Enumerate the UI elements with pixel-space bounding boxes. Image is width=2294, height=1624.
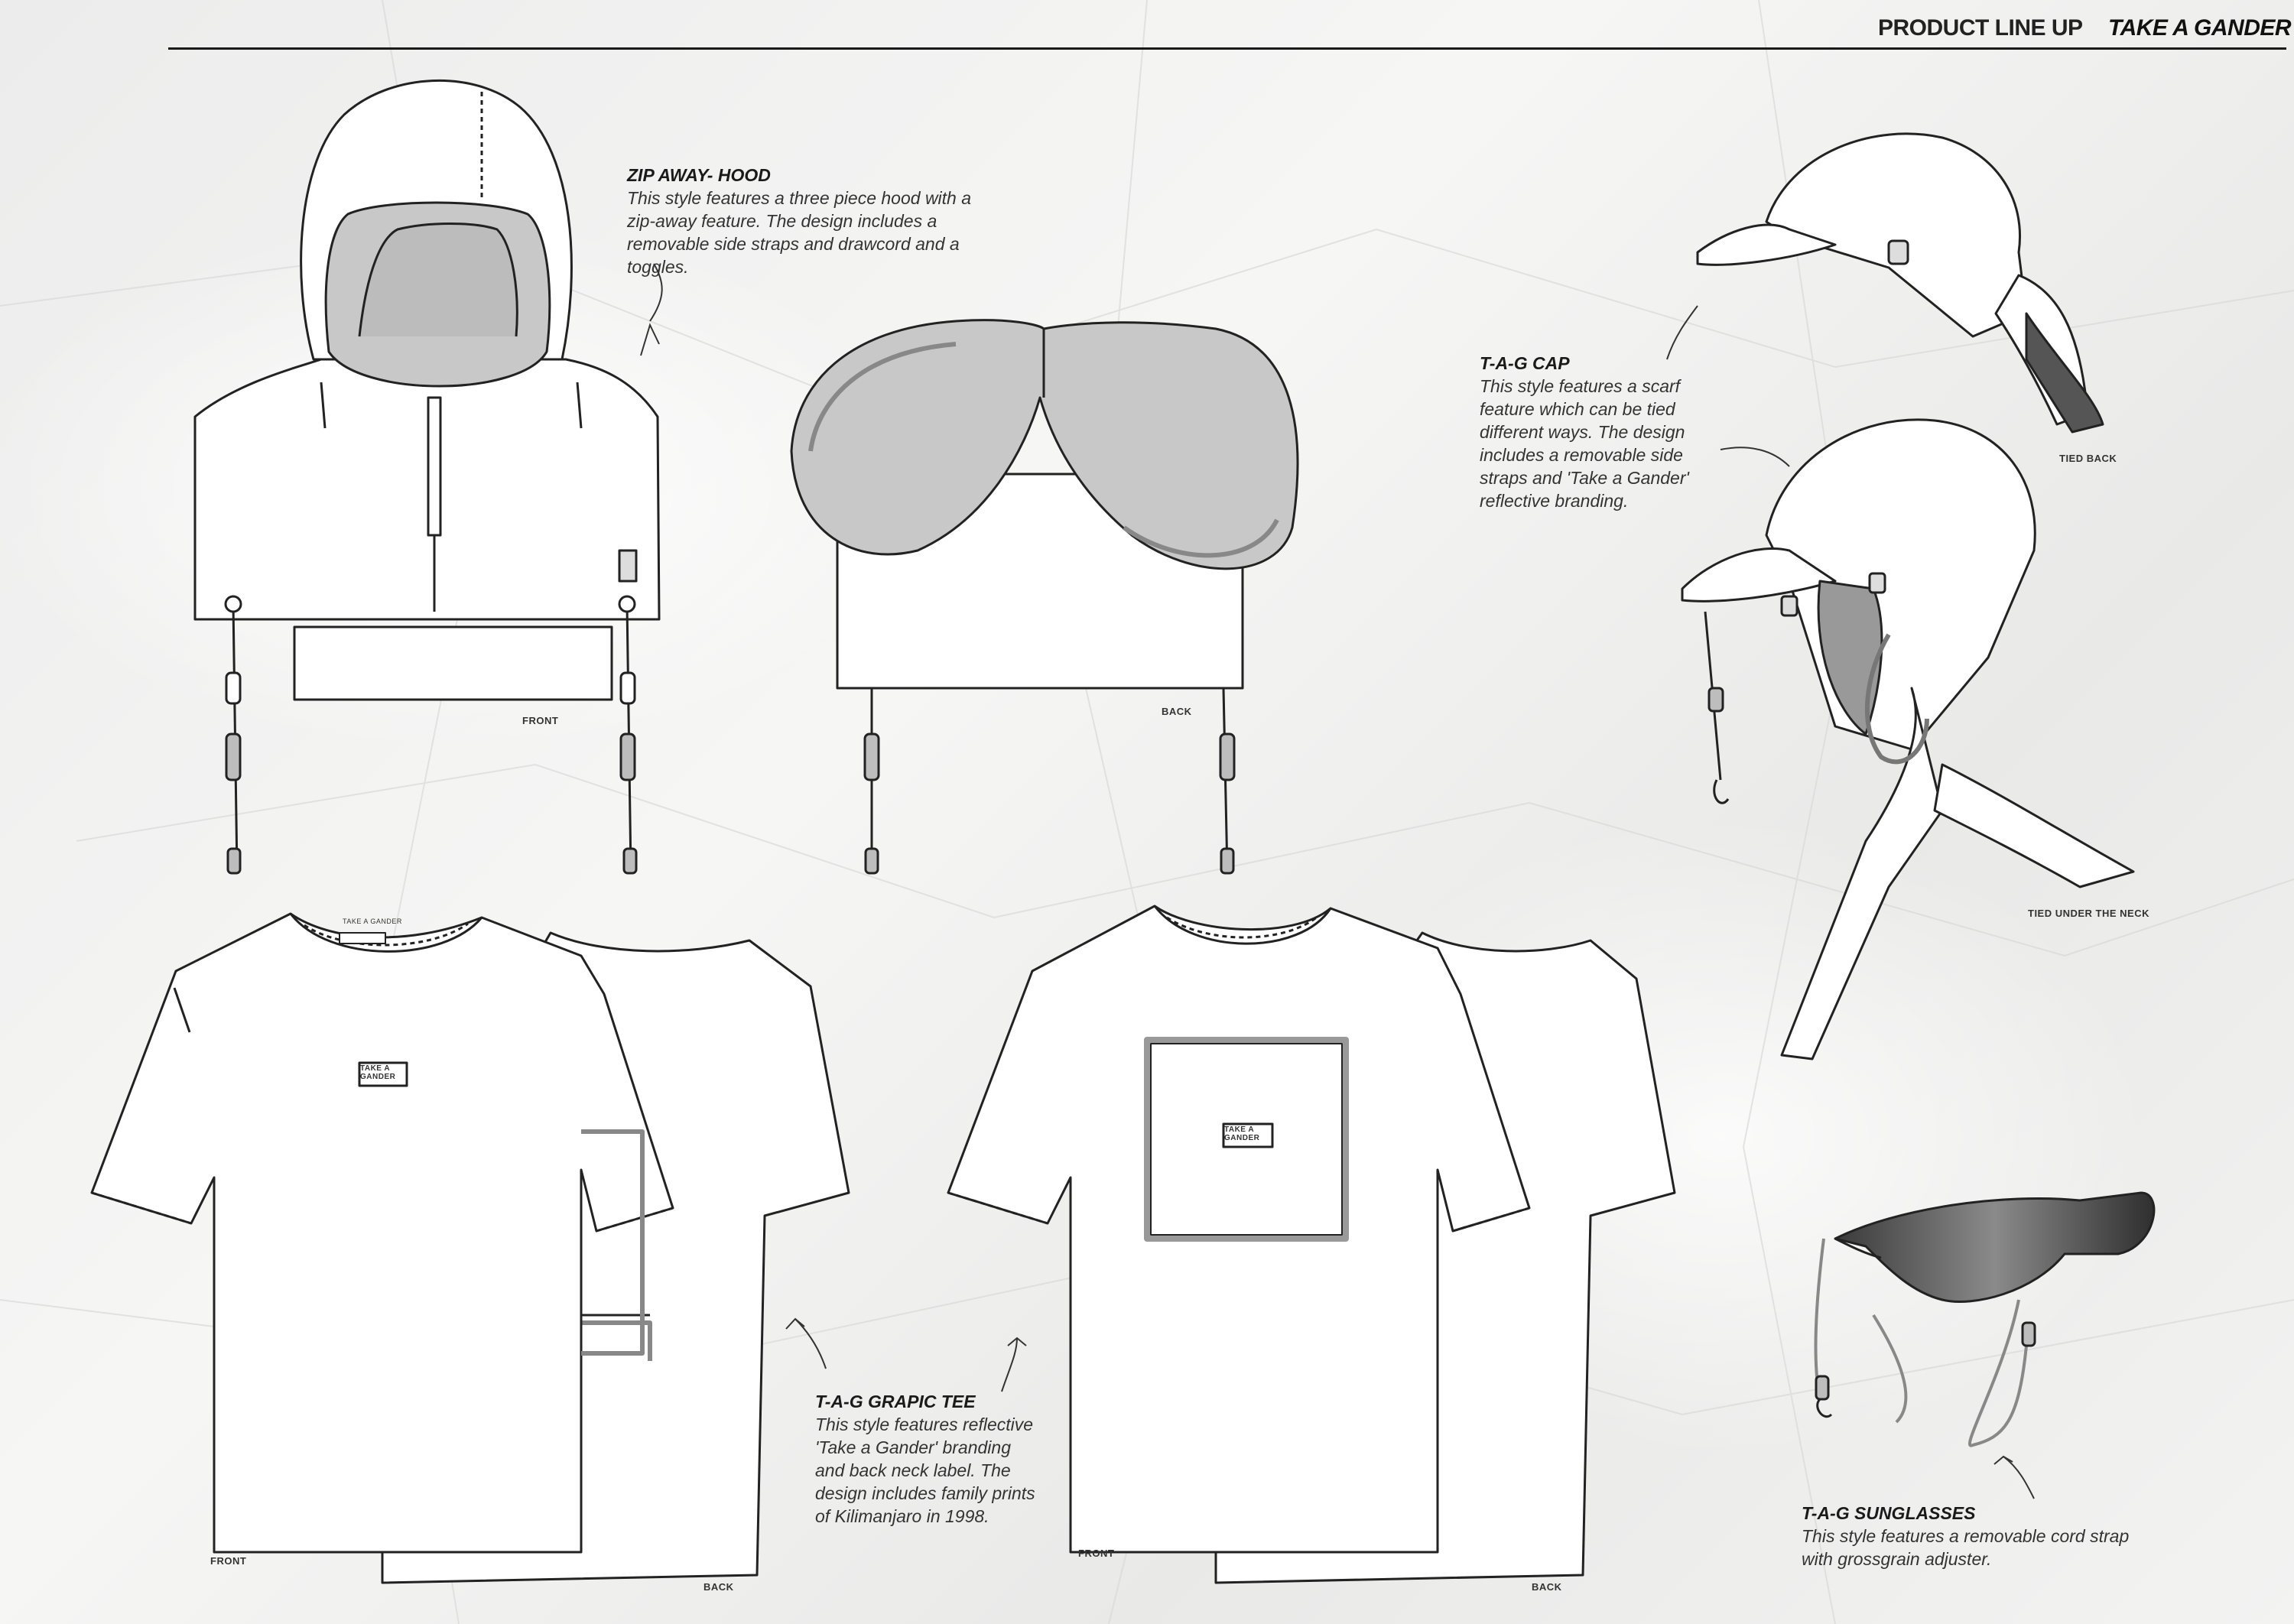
neck-label-text: TAKE A GANDER — [343, 918, 402, 925]
hood-front-sketch — [193, 79, 661, 875]
tee2-logo-line1: TAKE A — [1224, 1125, 1255, 1134]
cap-tied-back-label: TIED BACK — [2059, 453, 2117, 464]
tee-desc-line-3: and back neck label. The — [815, 1460, 1011, 1480]
hood-desc-line-2: zip-away feature. The design includes a — [627, 211, 937, 231]
header-rule — [168, 47, 2286, 50]
sunglasses-description: T-A-G SUNGLASSES This style features a r… — [1802, 1502, 2230, 1570]
cap-tied-back-sketch — [1696, 132, 2104, 434]
tee2-logo-line2: GANDER — [1224, 1134, 1260, 1142]
hood-description: ZIP AWAY- HOOD This style features a thr… — [627, 164, 1025, 278]
tee-title: T-A-G GRAPIC TEE — [815, 1392, 976, 1411]
tee2-front-label: FRONT — [1078, 1548, 1115, 1559]
brand-title: TAKE A GANDER — [2108, 15, 2292, 41]
cap-tied-neck-label: TIED UNDER THE NECK — [2028, 908, 2150, 919]
tee1-back-label: BACK — [703, 1581, 734, 1593]
hood-front-label: FRONT — [522, 715, 559, 726]
sunglasses-title: T-A-G SUNGLASSES — [1802, 1503, 1976, 1523]
hood-desc-line-4: toggles. — [627, 257, 689, 277]
tee2-logo: TAKE A GANDER — [1224, 1125, 1272, 1142]
hood-desc-line-3: removable side straps and drawcord and a — [627, 234, 960, 254]
sunglasses-sketch — [1814, 1191, 2156, 1447]
cap-desc-line-1: This style features a scarf — [1480, 376, 1681, 396]
cap-tied-neck-sketch — [1681, 418, 2135, 1060]
tee2-front-sketch — [947, 905, 1531, 1554]
tee-description: T-A-G GRAPIC TEE This style features ref… — [815, 1390, 1090, 1528]
cap-desc-line-2: feature which can be tied — [1480, 399, 1675, 419]
tee1-front-label: FRONT — [210, 1555, 247, 1567]
tee-desc-line-2: 'Take a Gander' branding — [815, 1437, 1011, 1457]
hood-desc-line-1: This style features a three piece hood w… — [627, 188, 972, 208]
tee1-logo-line2: GANDER — [360, 1073, 396, 1081]
cap-desc-line-3: different ways. The design — [1480, 422, 1685, 442]
sunglasses-desc-line-1: This style features a removable cord str… — [1802, 1526, 2130, 1546]
hood-back-sketch — [790, 319, 1299, 875]
cap-title: T-A-G CAP — [1480, 353, 1570, 373]
tee1-logo-line1: TAKE A — [360, 1064, 391, 1073]
cap-desc-line-6: reflective branding. — [1480, 491, 1629, 511]
tee1-logo: TAKE A GANDER — [360, 1064, 406, 1081]
cap-description: T-A-G CAP This style features a scarf fe… — [1480, 352, 1732, 512]
tee2-back-label: BACK — [1532, 1581, 1562, 1593]
section-title: PRODUCT LINE UP — [1878, 15, 2083, 41]
tee1-front-sketch — [90, 912, 674, 1554]
cap-desc-line-5: straps and 'Take a Gander' — [1480, 468, 1689, 488]
cap-desc-line-4: includes a removable side — [1480, 445, 1683, 465]
tee-desc-line-4: design includes family prints — [815, 1483, 1035, 1503]
hood-title: ZIP AWAY- HOOD — [627, 165, 771, 185]
tee-desc-line-5: of Kilimanjaro in 1998. — [815, 1506, 989, 1526]
tee-desc-line-1: This style features reflective — [815, 1415, 1034, 1434]
sunglasses-desc-line-2: with grossgrain adjuster. — [1802, 1549, 1992, 1569]
hood-back-label: BACK — [1162, 706, 1192, 717]
